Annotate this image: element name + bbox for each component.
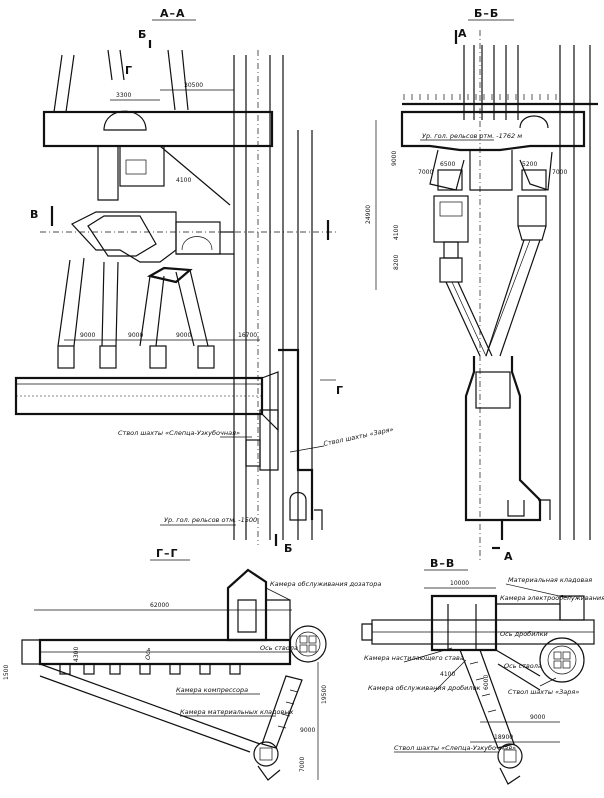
label-elevation-bb: Ур. гол. рельсов отм. -1762 м [422,132,522,140]
dim-4300-gg: 4300 [73,647,80,662]
section-bb-title: Б–Б [474,7,499,20]
label-os-stvola-vv: Ось ствола [504,662,542,670]
label-kamera-elektro: Камера электрообслуживания дробилок [500,594,604,602]
vv-shaft-circle [539,637,585,683]
mark-a-top: А [458,27,468,40]
label-os-gg: Ось [144,647,152,660]
dim-1500: 1500 [3,665,10,680]
section-vv: В–В 10000 [361,557,604,785]
mark-g-top: Г [125,64,133,77]
gg-shaft-circle [289,625,327,663]
label-elevation-aa: Ур. гол. рельсов отм. -1500 [164,516,257,524]
dim-16700: 16700 [238,332,257,339]
dim-7000-left: 7000 [418,169,433,176]
dim-6500: 6500 [440,161,455,168]
dim-30500: 30500 [184,82,203,89]
label-stvol-sleptsa-vv: Ствол шахты «Слепца-Узкубочная» [394,744,516,752]
bb-crushers [433,195,547,283]
bb-shafts [463,30,591,560]
dim-10000: 10000 [450,580,469,587]
bb-feeders [445,239,541,357]
section-aa-title: А–А [160,7,186,20]
section-bb: Б–Б А Ур. гол. [365,7,598,563]
dim-7000-right: 7000 [552,169,567,176]
dim-9000-a: 9000 [80,332,95,339]
dim-19500: 19500 [321,685,328,704]
mark-a-bottom: А [504,550,514,563]
dim-18900: 18900 [494,734,513,741]
loading-chutes [57,257,215,369]
vv-incline [459,649,541,785]
dim-7000-gg: 7000 [299,757,306,772]
label-stvol-zarya-vv: Ствол шахты «Заря» [508,688,579,696]
section-aa: А–А 3300 30500 [14,7,394,555]
label-stvol-zarya-aa: Ствол шахты «Заря» [323,425,394,448]
dim-9000-c: 9000 [176,332,191,339]
label-material-kladovaya: Материальная кладовая [508,576,592,584]
mark-g-right: Г [336,384,344,397]
dim-9000-gg: 9000 [300,727,315,734]
label-os-drobilki: Ось дробилки [500,630,548,638]
gg-incline [39,663,303,781]
section-vv-title: В–В [430,557,455,570]
shaft-zarya [233,50,313,545]
bb-top-chamber [400,110,586,191]
label-kamera-dozator: Камера обслуживания дозатора [270,580,381,588]
mark-b-bottom: Б [284,542,293,555]
dim-8200: 8200 [393,255,400,270]
bb-lower-shaft [464,356,551,540]
label-kamera-drobilki: Камера обслуживания дробилок [368,684,481,692]
dim-4100-vv: 4100 [440,671,455,678]
dim-4100-bb: 4100 [393,225,400,240]
dim-4100: 4100 [176,177,191,184]
dim-6000-vv: 6000 [483,675,490,690]
mark-b-top: Б [138,28,147,41]
aa-bottom-dims: 9000 9000 9000 16700 [64,332,260,341]
label-kamera-nastyl: Камера настилающего става [364,654,464,662]
vv-crusher-chambers [361,594,595,652]
section-gg-title: Г–Г [156,547,179,560]
upper-chamber: 3300 30500 4100 [42,82,274,206]
mark-v-left: В [30,208,39,221]
label-os-stvola-gg: Ось ствола [260,644,298,652]
dim-62000: 62000 [150,602,169,609]
dim-5200: 5200 [522,161,537,168]
dim-24900: 24900 [365,205,372,224]
label-kamera-material: Камера материальных кладовых [180,708,293,716]
bunker-chamber [71,211,234,263]
dim-3300: 3300 [116,92,131,99]
dim-9000-b: 9000 [128,332,143,339]
shaft-sleptsa: Г [245,348,344,530]
upper-inclined-drifts [53,49,189,113]
main-haulage-drift [14,371,279,432]
label-stvol-sleptsa: Ствол шахты «Слепца-Узкубочная» [118,429,240,437]
section-gg: Г–Г 62000 1500 [3,547,381,781]
dim-9000-bb: 9000 [391,151,398,166]
dim-9000-vv: 9000 [530,714,545,721]
label-kamera-kompressor: Камера компрессора [176,686,248,694]
